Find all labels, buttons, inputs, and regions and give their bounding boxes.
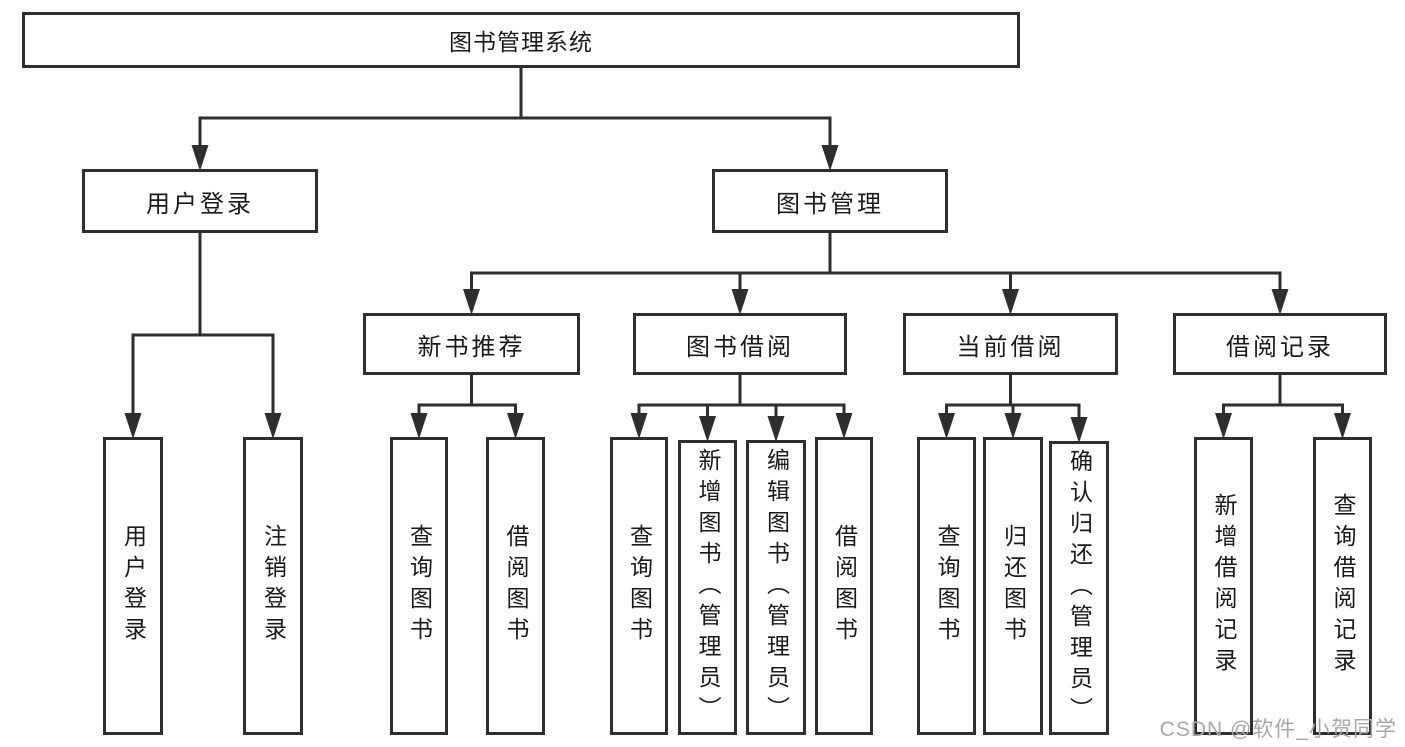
node-label-login-user: 用户登录 bbox=[120, 524, 147, 648]
arrowhead-icon bbox=[938, 413, 955, 439]
arrowhead-icon bbox=[1004, 413, 1022, 439]
arrowhead-icon bbox=[410, 413, 428, 439]
arrowhead-icon bbox=[191, 145, 209, 171]
node-book-borrowing: 图书借阅 bbox=[633, 313, 847, 375]
node-current-borrowing: 当前借阅 bbox=[903, 313, 1118, 375]
node-bb-add-books: 新增图书（管理员） bbox=[678, 440, 737, 735]
arrowhead-icon bbox=[1215, 413, 1232, 439]
node-new-book-recommend: 新书推荐 bbox=[363, 313, 580, 375]
node-nbr-borrow-books: 借阅图书 bbox=[486, 437, 545, 735]
node-label-user-login: 用户登录 bbox=[146, 190, 254, 218]
node-label-br-query-record: 查询借阅记录 bbox=[1330, 493, 1356, 679]
arrowhead-icon bbox=[731, 289, 749, 315]
node-cb-confirm-return: 确认归还（管理员） bbox=[1049, 441, 1109, 735]
arrowhead-icon bbox=[821, 145, 839, 171]
arrowhead-icon bbox=[630, 413, 648, 439]
node-label-bb-query-books: 查询图书 bbox=[626, 524, 653, 648]
node-bb-borrow-books: 借阅图书 bbox=[815, 437, 873, 735]
arrowhead-icon bbox=[463, 289, 480, 315]
node-label-root: 图书管理系统 bbox=[449, 29, 593, 55]
node-br-add-record: 新增借阅记录 bbox=[1194, 437, 1253, 735]
node-label-current-borrowing: 当前借阅 bbox=[956, 333, 1065, 361]
node-bb-query-books: 查询图书 bbox=[610, 437, 668, 735]
arrowhead-icon bbox=[835, 413, 853, 439]
node-br-query-record: 查询借阅记录 bbox=[1313, 437, 1372, 735]
node-logout-user: 注销登录 bbox=[243, 437, 303, 735]
node-book-management: 图书管理 bbox=[712, 169, 948, 233]
node-label-bb-add-books: 新增图书（管理员） bbox=[695, 448, 721, 727]
arrowhead-icon bbox=[124, 413, 142, 439]
arrowhead-icon bbox=[767, 416, 785, 442]
node-label-logout-user: 注销登录 bbox=[260, 524, 287, 648]
arrowhead-icon bbox=[507, 413, 524, 439]
node-bb-edit-books: 编辑图书（管理员） bbox=[746, 440, 806, 735]
node-label-cb-return-books: 归还图书 bbox=[1000, 524, 1027, 648]
watermark-text: CSDN @软件_小贺同学 bbox=[1159, 718, 1397, 741]
node-label-bb-edit-books: 编辑图书（管理员） bbox=[763, 448, 790, 727]
arrowhead-icon bbox=[1002, 289, 1019, 315]
node-login-user: 用户登录 bbox=[103, 437, 163, 735]
node-label-borrowing-records: 借阅记录 bbox=[1226, 333, 1334, 361]
node-cb-query-books: 查询图书 bbox=[917, 437, 976, 735]
node-label-cb-confirm-return: 确认归还（管理员） bbox=[1066, 448, 1093, 728]
node-cb-return-books: 归还图书 bbox=[983, 437, 1043, 735]
node-label-br-add-record: 新增借阅记录 bbox=[1211, 493, 1237, 679]
node-label-nbr-query-books: 查询图书 bbox=[406, 524, 433, 648]
arrowhead-icon bbox=[1070, 417, 1088, 443]
arrowhead-icon bbox=[264, 413, 282, 439]
node-root: 图书管理系统 bbox=[22, 12, 1020, 68]
arrowhead-icon bbox=[1271, 289, 1289, 315]
node-label-nbr-borrow-books: 借阅图书 bbox=[503, 524, 529, 648]
node-label-book-borrowing: 图书借阅 bbox=[686, 333, 794, 361]
node-label-book-management: 图书管理 bbox=[776, 190, 884, 218]
node-label-bb-borrow-books: 借阅图书 bbox=[831, 524, 858, 648]
node-nbr-query-books: 查询图书 bbox=[390, 437, 448, 735]
node-label-new-book-recommend: 新书推荐 bbox=[417, 333, 526, 361]
arrowhead-icon bbox=[1334, 413, 1351, 439]
node-borrowing-records: 借阅记录 bbox=[1173, 313, 1387, 375]
node-user-login: 用户登录 bbox=[82, 169, 318, 233]
arrowhead-icon bbox=[699, 416, 716, 442]
node-label-cb-query-books: 查询图书 bbox=[934, 524, 960, 648]
